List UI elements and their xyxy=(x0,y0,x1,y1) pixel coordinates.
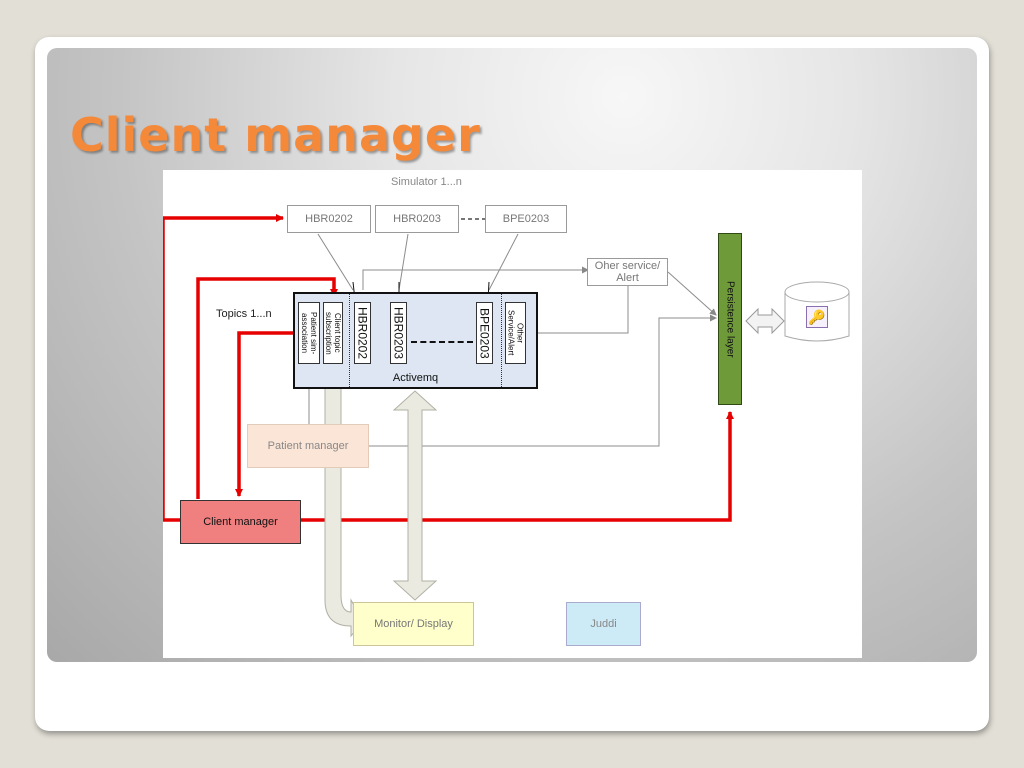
juddi-box: Juddi xyxy=(566,602,641,646)
client-manager-to-persistence-flow xyxy=(301,411,734,522)
queue-client-subscription: Client topic subscription xyxy=(323,302,343,364)
slide-title: Client manager xyxy=(70,108,481,162)
activemq-divider-left xyxy=(349,294,350,387)
client-manager-to-topics-flow xyxy=(196,277,338,499)
key-icon: 🔑 xyxy=(806,306,828,328)
simulator-bpe0203: BPE0203 xyxy=(485,205,567,233)
sim-hbr0203-to-topic xyxy=(398,233,409,291)
queue-bpe0203: BPE0203 xyxy=(476,302,493,364)
queue-hbr0202: HBR0202 xyxy=(354,302,371,364)
persistence-layer: Persistence layer xyxy=(718,233,742,405)
simulator-hbr0202: HBR0202 xyxy=(287,205,371,233)
sim-hbr0202-to-topic xyxy=(317,233,354,291)
client-manager-to-simulator-flow xyxy=(163,214,284,522)
db-double-arrow xyxy=(745,307,785,335)
simulator-hbr0203: HBR0203 xyxy=(375,205,459,233)
activemq-queue-ellipsis xyxy=(411,341,473,343)
topics-to-client-manager-flow xyxy=(235,331,298,497)
queue-other-alert: Other Service/Alert xyxy=(505,302,526,364)
other-service-alert-box: Oher service/ Alert xyxy=(587,258,668,286)
topics-to-other-service xyxy=(362,266,589,290)
subscription-monitor-tube xyxy=(324,361,364,638)
activemq-monitor-double-arrow xyxy=(392,390,438,601)
monitor-display-box: Monitor/ Display xyxy=(353,602,474,646)
simulator-label: Simulator 1...n xyxy=(391,176,462,188)
patient-manager-box: Patient manager xyxy=(247,424,369,468)
queue-hbr0203: HBR0203 xyxy=(390,302,407,364)
activemq-label: Activemq xyxy=(392,372,439,384)
client-manager-box: Client manager xyxy=(180,500,301,544)
queue-patient-association: Patient sim-association xyxy=(298,302,320,364)
other-service-to-persistence xyxy=(667,271,717,316)
diagram-connectors xyxy=(163,214,850,638)
topics-label: Topics 1...n xyxy=(216,308,272,320)
other-service-to-alert xyxy=(537,286,629,334)
red-flows xyxy=(163,214,734,522)
architecture-diagram: Simulator 1...n HBR0202 HBR0203 BPE0203 … xyxy=(163,170,862,658)
patient-manager-to-persistence xyxy=(369,314,717,447)
sim-bpe0203-to-topic xyxy=(488,233,519,291)
activemq-divider-right xyxy=(501,294,502,387)
